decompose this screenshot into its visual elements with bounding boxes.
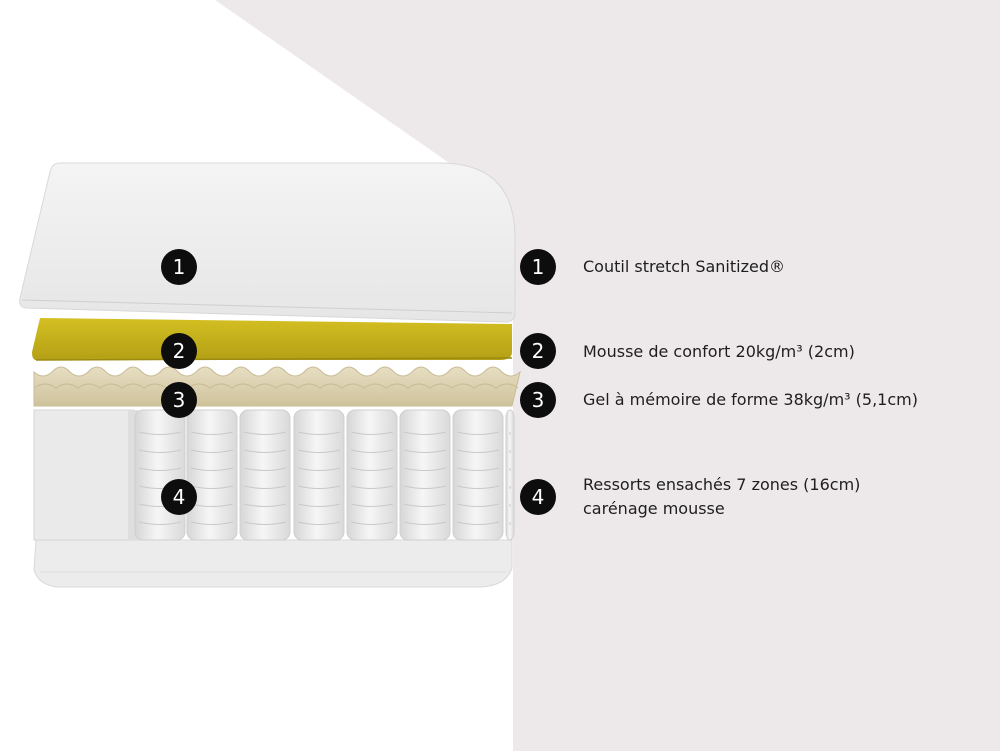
layer-2-badge-right: 2: [520, 333, 556, 369]
layer-1-badge-left: 1: [161, 249, 197, 285]
layer-1-badge-right: 1: [520, 249, 556, 285]
spring-pocket: [134, 409, 186, 541]
memory-gel-layer: [33, 366, 521, 407]
base-fabric: [33, 539, 513, 588]
fabric-cover-layer: [19, 162, 516, 323]
layer-4-badge-right: 4: [520, 479, 556, 515]
layer-3-label: Gel à mémoire de forme 38kg/m³ (5,1cm): [583, 390, 918, 409]
spring-pocket: [186, 409, 238, 541]
layer-2-label: Mousse de confort 20kg/m³ (2cm): [583, 342, 855, 361]
layer-4-label-line2: carénage mousse: [583, 499, 725, 518]
spring-pocket: [239, 409, 291, 541]
layer-1-label: Coutil stretch Sanitized®: [583, 257, 785, 276]
layer-2-badge-left: 2: [161, 333, 197, 369]
spring-pocket: [505, 409, 515, 541]
spring-pocket: [293, 409, 345, 541]
layer-3-badge-left: 3: [161, 382, 197, 418]
layer-4-badge-left: 4: [161, 479, 197, 515]
layer-3-badge-right: 3: [520, 382, 556, 418]
foam-encasement: [33, 409, 135, 541]
spring-pocket: [452, 409, 504, 541]
spring-pocket: [399, 409, 451, 541]
background-panel: [215, 0, 1000, 751]
spring-pocket: [346, 409, 398, 541]
layer-4-label: Ressorts ensachés 7 zones (16cm): [583, 475, 861, 494]
comfort-foam-layer: [32, 318, 512, 360]
pocket-springs: [134, 409, 515, 541]
